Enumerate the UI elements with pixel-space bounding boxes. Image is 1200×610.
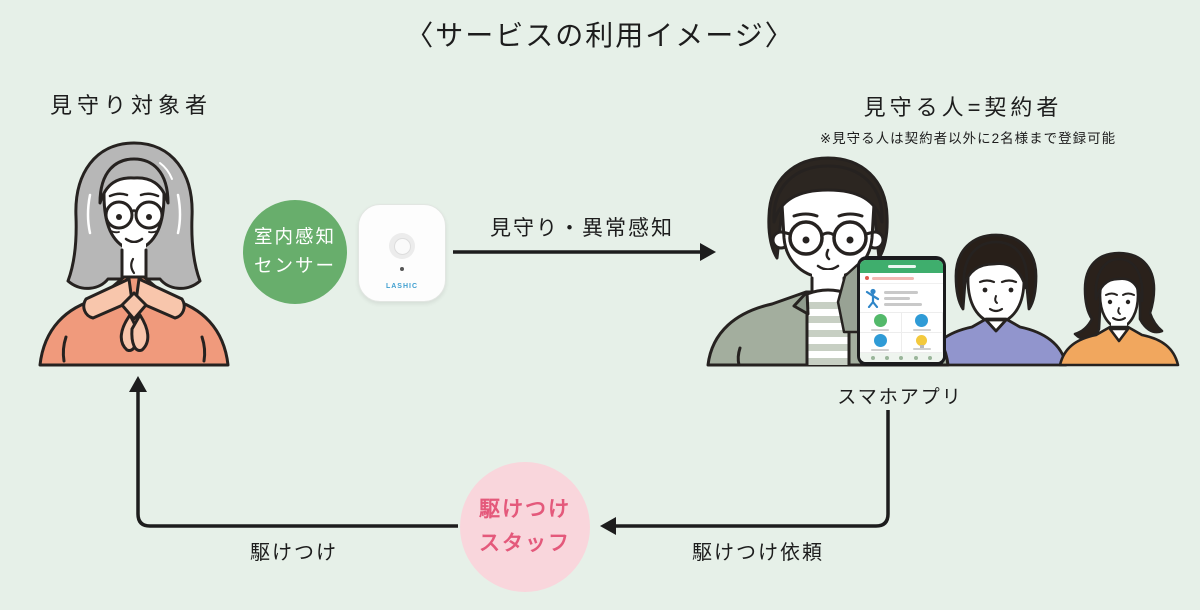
lightbulb-icon [916,334,928,348]
request-arrow-line [616,410,890,528]
alert-dot-icon [865,276,869,280]
dispatch-arrow-line [136,392,458,528]
app-status-grid [860,313,943,353]
app-header-bar [860,260,943,273]
watcher-note: ※見守る人は契約者以外に2名様まで登録可能 [819,131,1117,146]
dispatch-flow-label: 駆けつけ [250,542,338,564]
status-tile-blue-2 [860,333,902,353]
status-tile-blue-1 [901,313,943,333]
watcher-label: 見守る人=契約者 [863,95,1063,120]
orange-top [1058,325,1180,367]
staff-line2: スタッフ [479,532,571,555]
second-watcher-man-illustration [924,233,1068,367]
smartphone-app-label: スマホアプリ [837,387,963,408]
request-flow-label: 駆けつけ依頼 [692,542,824,564]
sensor-lens-icon [389,233,415,259]
elderly-woman-illustration [38,141,230,367]
indoor-sensor-badge: 室内感知 センサー [243,200,347,304]
staff-line1: 駆けつけ [479,498,571,522]
sensor-badge-line2: センサー [253,255,336,276]
sensor-badge-line1: 室内感知 [253,226,336,248]
app-alert-row [860,273,943,284]
app-screen [860,260,943,362]
sensor-led-icon [400,267,404,271]
status-tile-green [860,313,902,333]
person-activity-icon [865,288,880,308]
arrow-left-icon [600,517,616,535]
glasses-icon [788,220,824,256]
monitor-flow-label: 見守り・異常感知 [490,217,674,240]
second-watcher-woman-illustration [1058,251,1180,367]
sensor-device-illustration: LASHIC [358,204,446,302]
app-nav-bar [860,353,943,362]
arrow-up-icon [129,376,147,392]
device-logo: LASHIC [385,283,419,290]
watched-person-label: 見守り対象者 [50,93,213,118]
app-activity-card [860,284,943,313]
page-title: 〈サービスの利用イメージ〉 [405,20,795,51]
smartphone-app-illustration [857,256,946,366]
dispatch-staff-badge: 駆けつけ スタッフ [460,462,590,592]
status-tile-light [901,333,943,353]
